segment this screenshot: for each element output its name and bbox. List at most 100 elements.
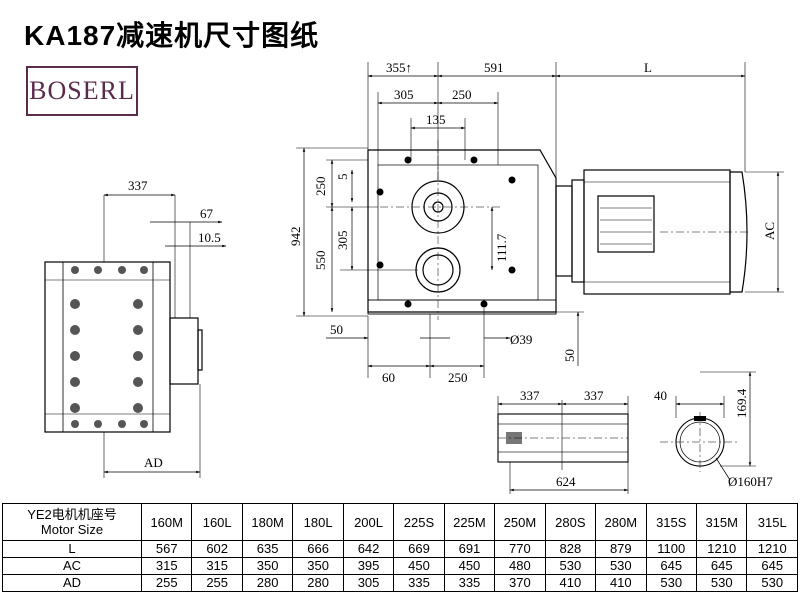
dim-942: 942 [288,227,303,247]
row-label: AC [2,557,142,575]
table-cell: 666 [292,540,344,558]
motor-size-cell: 315S [645,503,697,541]
table-cell: 255 [140,574,193,592]
motor-adapter [555,185,573,277]
motor-size-cell: 160M [140,503,193,541]
table-cell: 530 [695,574,748,592]
motor-size-cell: 180M [241,503,294,541]
side-view [44,193,227,478]
table-cell: 879 [595,540,647,558]
row-label: L [2,540,142,558]
dim-l: L [644,60,652,75]
motor-size-cell: 225S [393,503,445,541]
table-cell: 530 [645,574,697,592]
table-cell: 645 [746,557,798,575]
table-cell: 370 [494,574,546,592]
front-view [296,62,784,378]
dim-phi39: Ø39 [510,332,532,347]
row-label: AD [2,574,142,592]
motor-size-cell: 250M [494,503,546,541]
table-cell: 530 [595,557,647,575]
dim-169-4: 169.4 [734,388,749,418]
dim-phi160h7: Ø160H7 [728,474,773,489]
hollow-shaft-view [497,396,629,494]
table-cell: 642 [342,540,395,558]
dim-250-top: 250 [452,87,472,102]
bore-view [660,371,756,481]
table-cell: 691 [443,540,496,558]
table-cell: 645 [645,557,697,575]
header-en: Motor Size [40,522,104,537]
table-cell: 410 [544,574,597,592]
table-cell: 645 [695,557,748,575]
table-cell: 1210 [746,540,798,558]
dim-67: 67 [200,206,214,221]
technical-drawing: 337 67 10.5 AD [44,60,784,494]
bolt-holes [70,266,148,428]
header-cn: YE2电机机座号 [27,507,117,522]
table-cell: 350 [292,557,344,575]
side-flange [169,317,199,385]
table-cell: 280 [241,574,294,592]
table-cell: 450 [443,557,496,575]
table-cell: 335 [443,574,496,592]
table-cell: 530 [544,557,597,575]
motor-size-cell: 280M [595,503,647,541]
table-cell: 395 [342,557,395,575]
dim-40: 40 [654,388,667,403]
dim-355: 355↑ [386,60,412,75]
table-cell: 602 [191,540,243,558]
dim-591: 591 [484,60,504,75]
dim-5: 5 [335,174,350,181]
motor-size-cell: 160L [191,503,243,541]
dim-250-bottom: 250 [448,370,468,385]
table-cell: 315 [140,557,193,575]
dim-60: 60 [382,370,395,385]
dim-10-5: 10.5 [198,230,221,245]
motor-size-cell: 315L [746,503,798,541]
dim-305-vert: 305 [335,231,350,251]
page-title: KA187减速机尺寸图纸 [24,20,320,51]
table-cell: 635 [241,540,294,558]
dim-ad: AD [144,455,163,470]
table-cell: 315 [191,557,243,575]
table-cell: 1100 [645,540,697,558]
table-cell: 335 [393,574,445,592]
table-cell: 530 [746,574,798,592]
dim-337-left: 337 [520,388,540,403]
brand-logo: BOSERL [26,66,138,116]
dim-624: 624 [556,474,576,489]
table-cell: 480 [494,557,546,575]
table-cell: 669 [393,540,445,558]
terminal-box [597,195,655,253]
dim-50-vert: 50 [562,349,577,362]
dim-337-right: 337 [584,388,604,403]
table-cell: 567 [140,540,193,558]
dim-250-vert: 250 [313,177,328,197]
dim-550: 550 [313,251,328,271]
side-housing-outline [44,261,171,433]
motor-size-cell: 200L [342,503,395,541]
motor-size-header: YE2电机机座号 Motor Size [2,503,142,541]
table-cell: 828 [544,540,597,558]
table-cell: 1210 [695,540,748,558]
table-cell: 255 [191,574,243,592]
motor-size-cell: 280S [544,503,597,541]
table-cell: 280 [292,574,344,592]
dim-337-side: 337 [128,178,148,193]
table-cell: 770 [494,540,546,558]
table-cell: 305 [342,574,395,592]
dim-111-7: 111.7 [494,233,509,262]
dim-135: 135 [426,112,446,127]
motor-size-cell: 315M [695,503,748,541]
gearbox-housing [367,149,557,313]
table-cell: 350 [241,557,294,575]
dim-50-horiz: 50 [330,322,343,337]
fan-cover [729,171,748,293]
motor-size-cell: 225M [443,503,496,541]
